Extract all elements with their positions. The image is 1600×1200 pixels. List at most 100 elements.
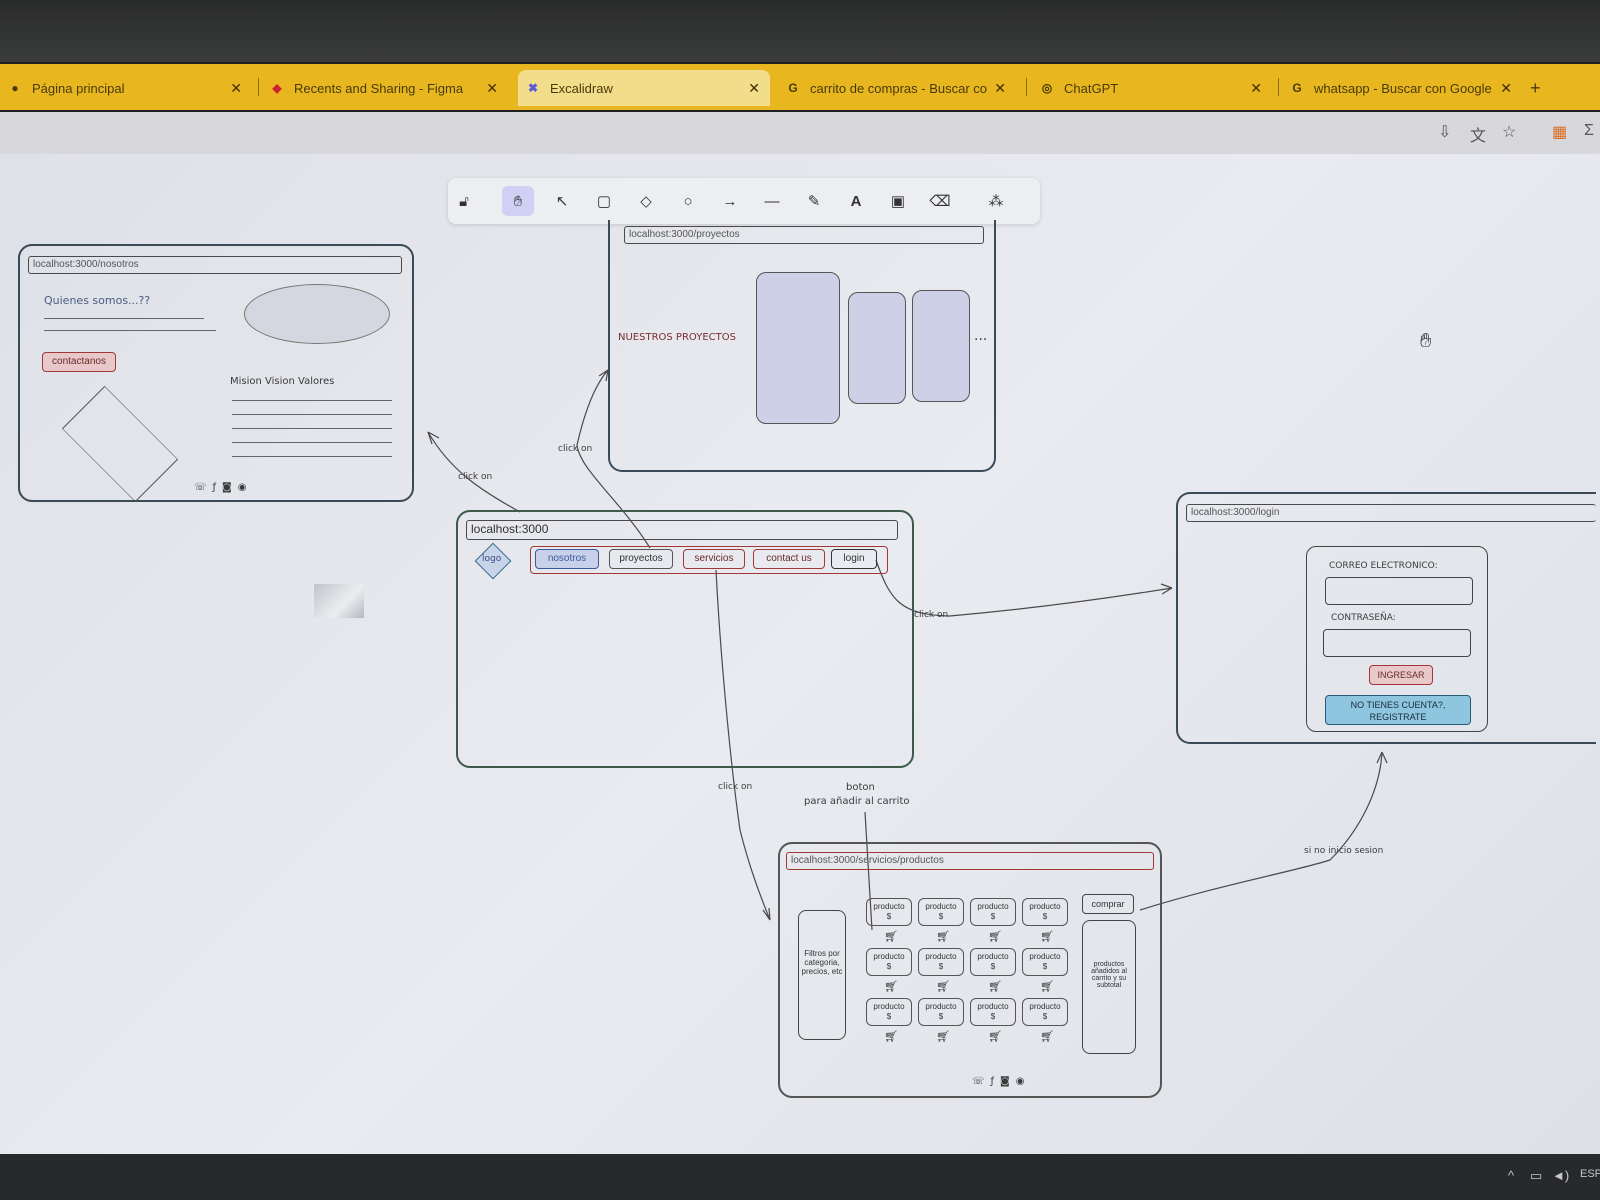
product-card[interactable]: producto$ xyxy=(866,898,912,926)
close-icon[interactable]: ✕ xyxy=(486,80,498,96)
add-to-cart-icon[interactable]: 🛒︎ xyxy=(936,981,950,993)
close-icon[interactable]: ✕ xyxy=(1500,80,1512,96)
product-price: $ xyxy=(886,1012,892,1021)
ingresar-button[interactable]: INGRESAR xyxy=(1369,665,1433,685)
product-card[interactable]: producto$ xyxy=(918,948,964,976)
nav-servicios[interactable]: servicios xyxy=(683,549,745,569)
filters-panel[interactable]: Filtros por categoria, precios, etc xyxy=(798,910,846,1040)
chevron-up-icon[interactable]: ^ xyxy=(1508,1168,1515,1183)
excalidraw-icon: ✖ xyxy=(527,81,539,95)
product-card[interactable]: producto$ xyxy=(1022,998,1068,1026)
install-app-icon[interactable]: ⇩ xyxy=(1438,124,1452,141)
product-card[interactable]: producto$ xyxy=(866,998,912,1026)
product-price: $ xyxy=(886,962,892,971)
sidebar-icon[interactable]: Σ xyxy=(1584,122,1594,139)
add-to-cart-icon[interactable]: 🛒︎ xyxy=(1040,1031,1054,1043)
product-card[interactable]: producto$ xyxy=(970,998,1016,1026)
nav-contact-us[interactable]: contact us xyxy=(753,549,825,569)
close-icon[interactable]: ✕ xyxy=(994,80,1006,96)
product-card[interactable]: producto$ xyxy=(970,948,1016,976)
add-to-cart-icon[interactable]: 🛒︎ xyxy=(884,1031,898,1043)
close-icon[interactable]: ✕ xyxy=(230,80,242,96)
product-name: producto xyxy=(1029,902,1061,911)
product-card[interactable]: producto$ xyxy=(1022,898,1068,926)
click-on-label: click on xyxy=(458,472,493,482)
wireframe-proyectos[interactable]: localhost:3000/proyectos NUESTROS PROYEC… xyxy=(608,220,996,472)
wireframe-login[interactable]: localhost:3000/login CORREO ELECTRONICO:… xyxy=(1176,492,1596,744)
pencil-icon[interactable]: ✎ xyxy=(807,193,821,210)
click-on-label: click on xyxy=(558,444,593,454)
bookmark-star-icon[interactable]: ☆ xyxy=(1502,124,1517,141)
diamond-image-placeholder xyxy=(61,385,179,503)
text-line xyxy=(232,456,392,457)
product-price: $ xyxy=(1042,912,1048,921)
no-session-label: si no inicio sesion xyxy=(1304,846,1384,856)
arrow-to-nosotros xyxy=(427,431,521,513)
new-tab-button[interactable]: + xyxy=(1530,77,1541,98)
email-field[interactable] xyxy=(1325,577,1473,605)
add-to-cart-icon[interactable]: 🛒︎ xyxy=(1040,981,1054,993)
add-to-cart-icon[interactable]: 🛒︎ xyxy=(988,1031,1002,1043)
arrow-boton xyxy=(864,811,873,931)
translate-icon[interactable]: 文 xyxy=(1470,128,1487,145)
product-name: producto xyxy=(873,1002,905,1011)
contactanos-button[interactable]: contactanos xyxy=(42,352,116,372)
close-icon[interactable]: ✕ xyxy=(1250,80,1262,96)
tab-excalidraw[interactable]: ✖ Excalidraw ✕ xyxy=(518,70,770,106)
eraser-icon[interactable]: ⌫ xyxy=(929,193,951,210)
product-card[interactable]: producto$ xyxy=(1022,948,1068,976)
diamond-icon[interactable]: ◇ xyxy=(640,193,652,210)
shapes-icon[interactable]: ⁂ xyxy=(988,193,1004,210)
add-to-cart-icon[interactable]: 🛒︎ xyxy=(884,981,898,993)
text-icon[interactable]: A xyxy=(850,192,862,210)
url-bar: localhost:3000/login xyxy=(1186,504,1596,522)
hand-icon[interactable]: ✋︎ xyxy=(502,186,534,216)
extension-icon[interactable]: ▦ xyxy=(1552,124,1568,141)
password-field[interactable] xyxy=(1323,629,1471,657)
add-to-cart-icon[interactable]: 🛒︎ xyxy=(988,931,1002,943)
nav-proyectos[interactable]: proyectos xyxy=(609,549,673,569)
product-card[interactable]: producto$ xyxy=(866,948,912,976)
register-button[interactable]: NO TIENES CUENTA?, REGISTRATE xyxy=(1325,695,1471,725)
ellipse-image-placeholder xyxy=(244,284,390,344)
social-icons: ☏ƒ◙◉ xyxy=(972,1076,1031,1087)
volume-icon[interactable]: ◄) xyxy=(1552,1168,1570,1183)
product-price: $ xyxy=(938,912,944,921)
navbar: nosotros proyectos servicios contact us … xyxy=(530,546,888,574)
wireframe-home[interactable]: localhost:3000 logo nosotros proyectos s… xyxy=(456,510,914,768)
arrow-icon[interactable]: → xyxy=(722,192,738,210)
product-card[interactable]: producto$ xyxy=(918,998,964,1026)
tab-pagina-principal[interactable]: ● Página principal ✕ xyxy=(0,70,252,106)
add-to-cart-icon[interactable]: 🛒︎ xyxy=(1040,931,1054,943)
nav-login[interactable]: login xyxy=(831,549,877,569)
add-to-cart-icon[interactable]: 🛒︎ xyxy=(936,931,950,943)
tab-figma[interactable]: ◆ Recents and Sharing - Figma ✕ xyxy=(262,70,508,106)
product-card[interactable]: producto$ xyxy=(970,898,1016,926)
nav-nosotros[interactable]: nosotros xyxy=(535,549,599,569)
email-label: CORREO ELECTRONICO: xyxy=(1329,561,1438,571)
lock-icon[interactable]: 🔓︎ xyxy=(459,192,469,210)
ellipse-icon[interactable]: ○ xyxy=(683,192,693,210)
product-name: producto xyxy=(925,902,957,911)
rectangle-icon[interactable]: ▢ xyxy=(596,193,612,210)
comprar-button[interactable]: comprar xyxy=(1082,894,1134,914)
tab-chatgpt[interactable]: ◎ ChatGPT ✕ xyxy=(1041,80,1262,96)
boton-label: boton xyxy=(846,782,875,793)
image-icon[interactable]: ▣ xyxy=(890,193,906,210)
tab-whatsapp-google[interactable]: G whatsapp - Buscar con Google ✕ xyxy=(1282,70,1522,106)
selection-icon[interactable]: ↖ xyxy=(555,193,569,210)
add-to-cart-icon[interactable]: 🛒︎ xyxy=(936,1031,950,1043)
product-price: $ xyxy=(1042,1012,1048,1021)
line-icon[interactable]: — xyxy=(764,192,780,210)
tab-carrito-google[interactable]: G carrito de compras - Buscar co ✕ xyxy=(778,70,1016,106)
product-card[interactable]: producto$ xyxy=(918,898,964,926)
close-icon[interactable]: ✕ xyxy=(748,80,760,96)
language-indicator[interactable]: ESP xyxy=(1580,1168,1600,1180)
add-to-cart-icon[interactable]: 🛒︎ xyxy=(988,981,1002,993)
add-to-cart-icon[interactable]: 🛒︎ xyxy=(884,931,898,943)
network-icon[interactable]: ▭ xyxy=(1530,1168,1543,1183)
tab-separator xyxy=(1026,78,1027,96)
text-line xyxy=(232,400,392,401)
wireframe-nosotros[interactable]: localhost:3000/nosotros Quienes somos...… xyxy=(18,244,414,503)
wireframe-productos[interactable]: localhost:3000/servicios/productos Filtr… xyxy=(778,842,1162,1098)
